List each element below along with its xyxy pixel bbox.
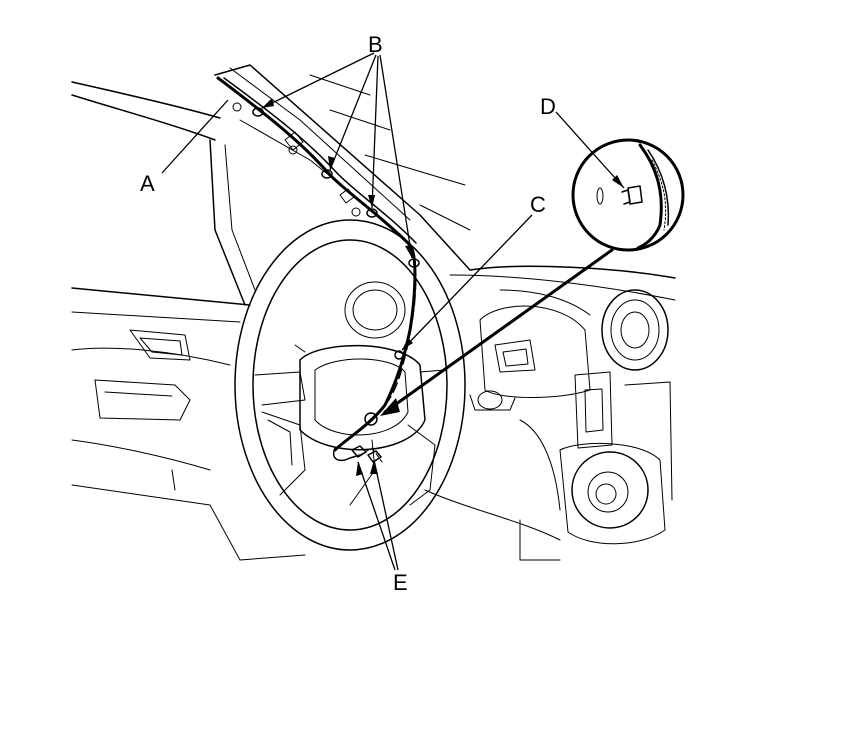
callout-b: B (368, 32, 383, 57)
dashboard (424, 265, 676, 561)
door-panel (71, 287, 306, 561)
wire-harness (216, 76, 420, 463)
windshield-pillar (71, 64, 471, 306)
steering-wheel (234, 219, 466, 551)
callout-d: D (540, 94, 556, 119)
detail-view-d (380, 138, 685, 416)
leader-arrowheads (262, 98, 624, 476)
callout-c: C (530, 192, 546, 217)
leader-lines (161, 52, 625, 571)
callout-e: E (393, 570, 408, 595)
callout-a: A (140, 171, 155, 196)
